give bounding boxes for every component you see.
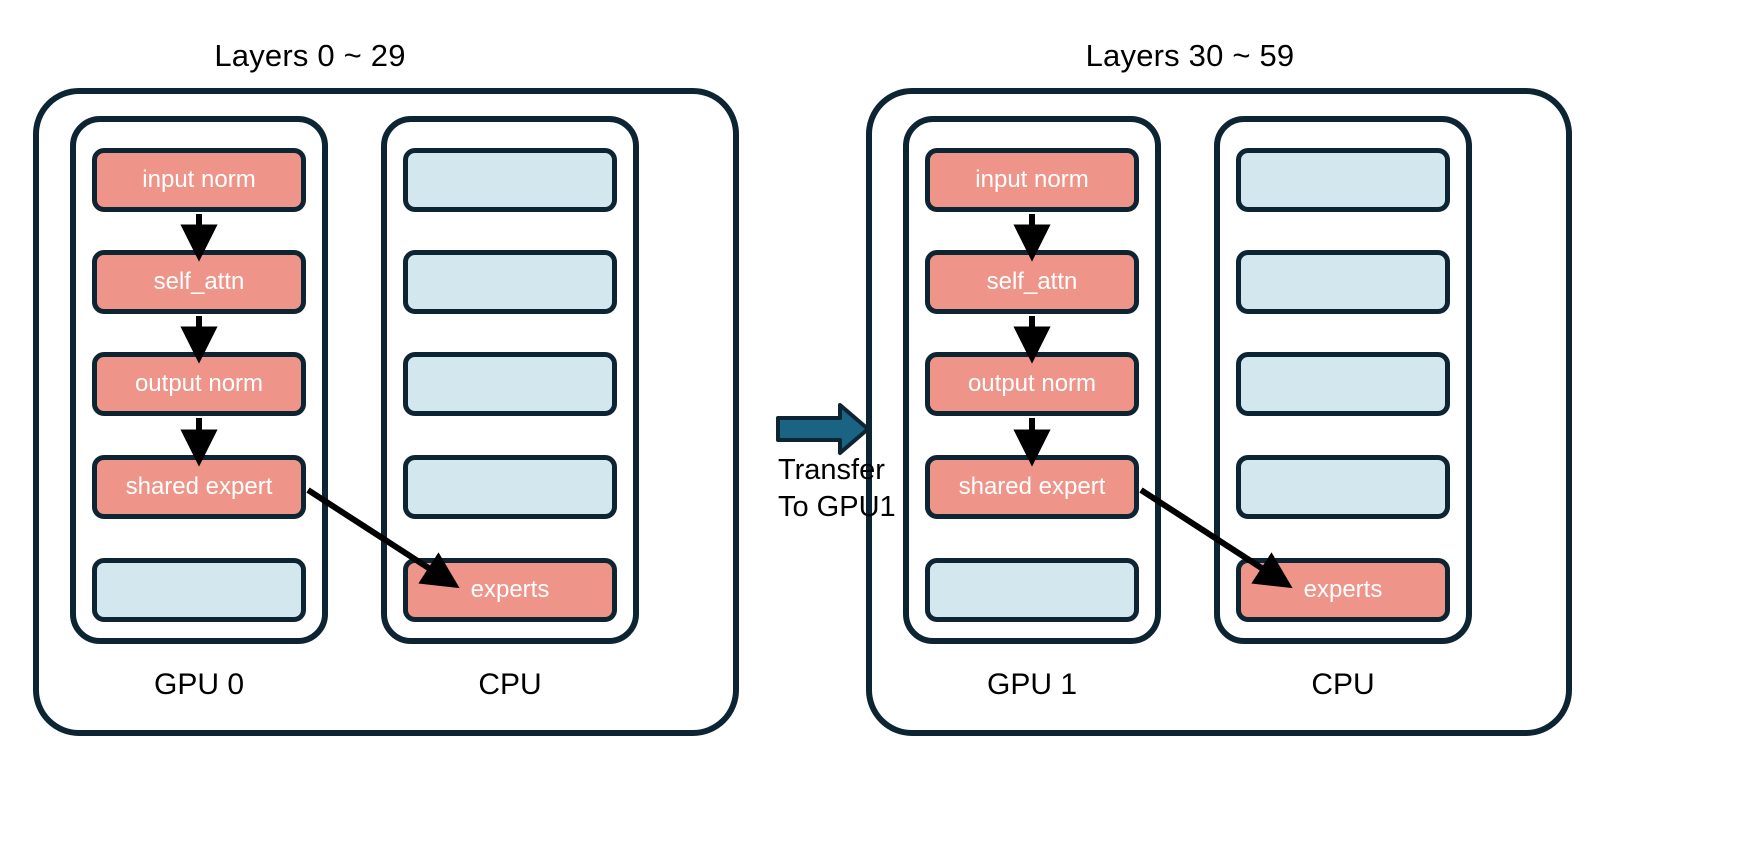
block-gpu0-input-norm[interactable]: input norm (92, 148, 306, 212)
block-gpu1-output-norm[interactable]: output norm (925, 352, 1139, 416)
block-cpu0-slot-2[interactable] (403, 250, 617, 314)
transfer-caption: Transfer To GPU1 (778, 452, 896, 526)
label-cpu1: CPU (1311, 668, 1375, 701)
block-gpu0-output-norm[interactable]: output norm (92, 352, 306, 416)
transfer-arrow-icon (776, 403, 870, 455)
block-cpu1-experts[interactable]: experts (1236, 558, 1450, 622)
transfer-caption-line2: To GPU1 (778, 491, 896, 524)
block-cpu0-slot-1[interactable] (403, 148, 617, 212)
transfer-caption-line1: Transfer (778, 454, 885, 486)
block-cpu0-experts[interactable]: experts (403, 558, 617, 622)
block-cpu0-slot-3[interactable] (403, 352, 617, 416)
block-gpu1-self-attn[interactable]: self_attn (925, 250, 1139, 314)
group-title-right: Layers 30 ~ 59 (1085, 38, 1295, 73)
block-gpu0-self-attn[interactable]: self_attn (92, 250, 306, 314)
block-cpu1-slot-1[interactable] (1236, 148, 1450, 212)
block-gpu1-idle-slot[interactable] (925, 558, 1139, 622)
group-title-left: Layers 0 ~ 29 (214, 38, 406, 73)
block-gpu1-input-norm[interactable]: input norm (925, 148, 1139, 212)
block-gpu0-shared-expert[interactable]: shared expert (92, 455, 306, 519)
block-cpu0-slot-4[interactable] (403, 455, 617, 519)
block-gpu0-idle-slot[interactable] (92, 558, 306, 622)
block-cpu1-slot-4[interactable] (1236, 455, 1450, 519)
block-cpu1-slot-2[interactable] (1236, 250, 1450, 314)
block-cpu1-slot-3[interactable] (1236, 352, 1450, 416)
label-gpu1: GPU 1 (986, 668, 1078, 701)
label-cpu0: CPU (478, 668, 542, 701)
block-gpu1-shared-expert[interactable]: shared expert (925, 455, 1139, 519)
label-gpu0: GPU 0 (153, 668, 245, 701)
